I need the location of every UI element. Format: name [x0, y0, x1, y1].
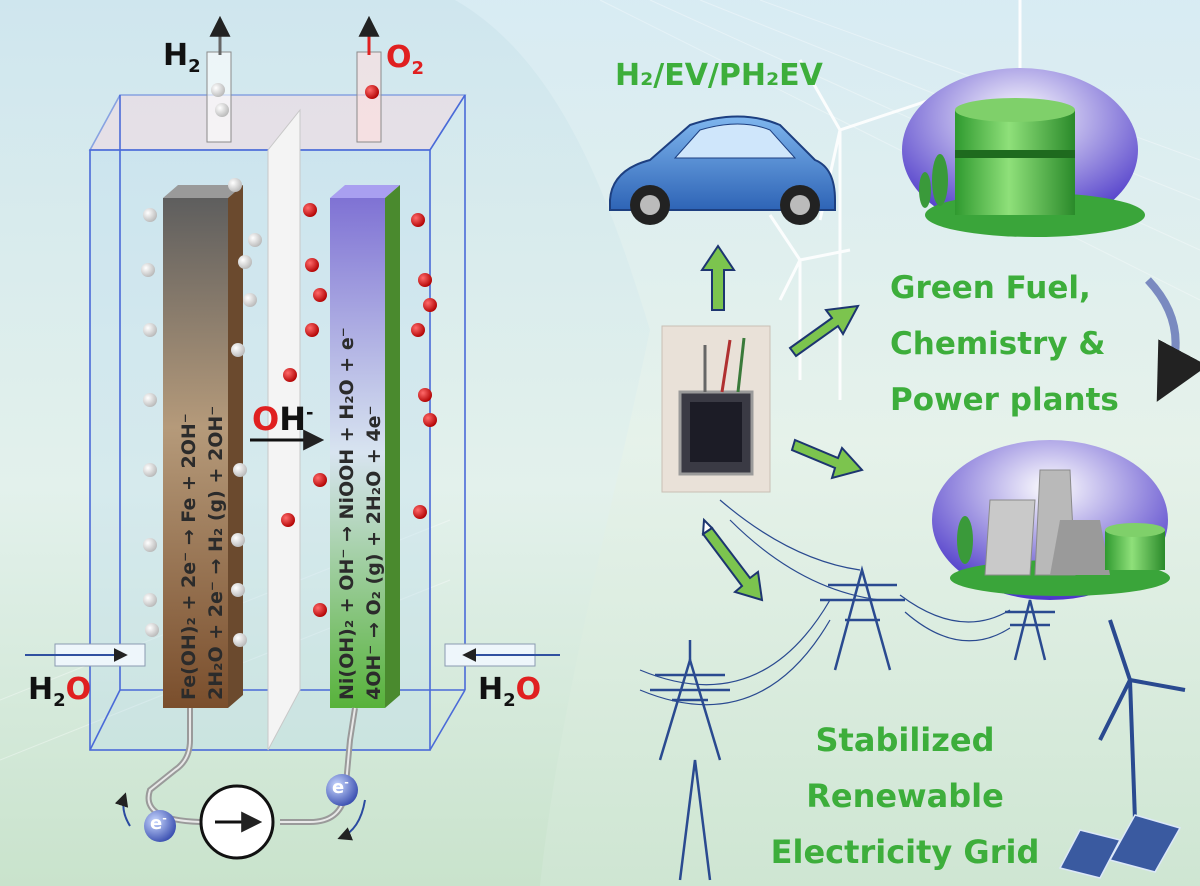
oxygen-bubble [423, 298, 437, 312]
nickel-reaction-1: Ni(OH)₂ + OH⁻ → NiOOH + H₂O + e⁻ [336, 327, 358, 700]
hydrogen-bubble [143, 393, 157, 407]
power-plant-icon [932, 440, 1170, 600]
power-line-icons [639, 499, 1055, 881]
electron-icon-left [144, 810, 176, 842]
iron-reaction-1: Fe(OH)₂ + 2e⁻ → Fe + 2OH⁻ [178, 413, 200, 700]
oxygen-bubble [313, 473, 327, 487]
hydrogen-bubble [243, 293, 257, 307]
dark-wind-turbine-icon [1098, 619, 1186, 821]
connection-arrows [700, 244, 864, 602]
electric-car-icon [609, 115, 836, 225]
electron-icon-right [326, 774, 358, 806]
oxygen-bubble [305, 323, 319, 337]
oxygen-bubbles [281, 85, 437, 617]
hydrogen-bubble [215, 103, 229, 117]
hydrogen-bubble [231, 343, 245, 357]
hydrogen-bubble [238, 255, 252, 269]
water-inlet-left [25, 643, 146, 667]
oxygen-bubble [411, 213, 425, 227]
h2-outlet-tube [206, 15, 232, 143]
hydrogen-bubble [248, 233, 262, 247]
hydrogen-bubble [231, 533, 245, 547]
hydrogen-bubble [233, 463, 247, 477]
oxygen-bubble [365, 85, 379, 99]
o2-outlet-label: O2 [386, 40, 425, 79]
hydrogen-bubble [143, 463, 157, 477]
oxygen-bubble [413, 505, 427, 519]
electrolyser-device-photo [661, 325, 771, 493]
hydroxide-ion-label: OH- [252, 400, 314, 438]
water-label-left: H2O [28, 672, 92, 711]
hydrogen-bubble [143, 538, 157, 552]
oxygen-bubble [418, 273, 432, 287]
grid-label: Stabilized Renewable Electricity Grid [770, 721, 1040, 871]
hydrogen-bubble [228, 178, 242, 192]
hydrogen-bubble [233, 633, 247, 647]
oxygen-bubble [283, 368, 297, 382]
hydrogen-bubble [145, 623, 159, 637]
hydrogen-bubble [143, 593, 157, 607]
electron-flow-arrow-left [114, 792, 131, 827]
electron-flow-arrow-right [337, 799, 366, 841]
iron-reaction-2: 2H₂O + 2e⁻ → H₂ (g) + 2OH⁻ [205, 406, 227, 700]
oxygen-bubble [411, 323, 425, 337]
hydrogen-bubble [143, 323, 157, 337]
solar-panel-icons [1058, 814, 1182, 879]
oxygen-bubble [313, 288, 327, 302]
fuel-tank-icon [902, 68, 1145, 237]
electron-label-right: e- [332, 776, 349, 798]
vehicle-label: H₂/EV/PH₂EV [615, 58, 823, 93]
iron-electrode [163, 185, 243, 708]
electron-label-left: e- [150, 812, 167, 834]
hydrogen-bubble [143, 208, 157, 222]
membrane [267, 108, 301, 751]
cycle-arrow [1145, 277, 1200, 402]
oxygen-bubble [418, 388, 432, 402]
h2-outlet-label: H2 [163, 38, 201, 77]
oxygen-bubble [303, 203, 317, 217]
nickel-electrode [330, 185, 400, 708]
oxygen-bubble [423, 413, 437, 427]
hydrogen-bubble [141, 263, 155, 277]
nickel-reaction-2: 4OH⁻ → O₂ (g) + 2H₂O + 4e⁻ [363, 405, 385, 700]
hydrogen-bubble [211, 83, 225, 97]
hydrogen-bubble [231, 583, 245, 597]
hydrogen-bubbles [141, 83, 262, 647]
oxygen-bubble [305, 258, 319, 272]
water-label-right: H2O [478, 672, 542, 711]
oxygen-bubble [281, 513, 295, 527]
oxygen-bubble [313, 603, 327, 617]
fuel-chemistry-label: Green Fuel, Chemistry & Power plants [890, 270, 1119, 418]
water-inlet-right [444, 643, 560, 667]
